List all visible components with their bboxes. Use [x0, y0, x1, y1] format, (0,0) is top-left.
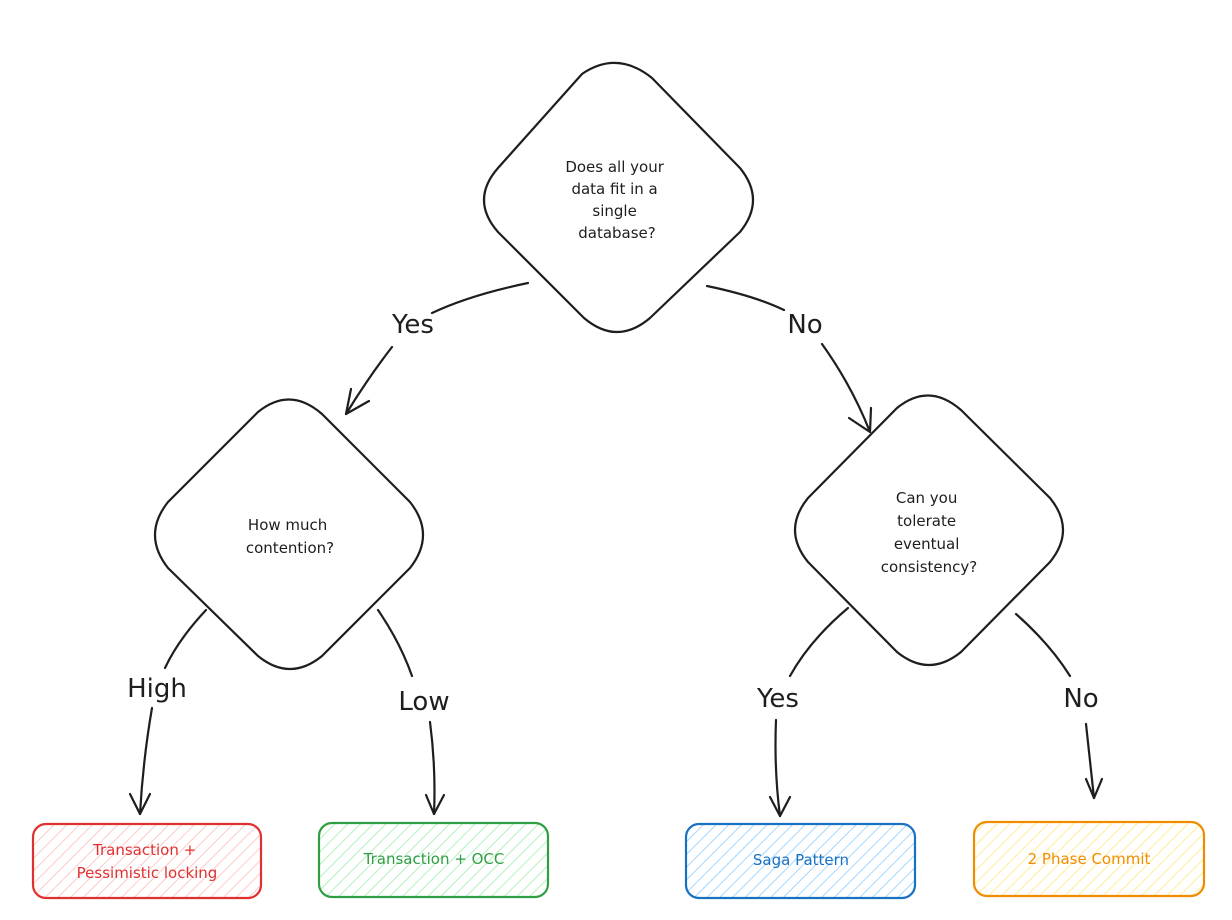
decision-contention-text: How much contention? [246, 516, 334, 557]
decision-consistency: Can you tolerate eventual consistency? [794, 394, 1064, 666]
decision-consistency-line: consistency? [881, 558, 977, 576]
connector-root-no [705, 284, 873, 434]
outcome-occ-text: Transaction + OCC [363, 850, 505, 868]
decision-contention-shape [154, 398, 424, 670]
connector-root-yes [344, 281, 530, 416]
edge-label-consistency-yes: Yes [756, 684, 799, 714]
outcome-occ-box [317, 821, 550, 899]
outcome-pessimistic-box [31, 822, 263, 900]
decision-root-shape [483, 61, 754, 333]
decision-root: Does all your data fit in a single datab… [483, 61, 754, 333]
connector-contention-low [376, 608, 446, 816]
outcome-saga-box [684, 822, 917, 900]
connector-consistency-no [1014, 612, 1104, 800]
outcome-pessimistic-line: Pessimistic locking [77, 864, 218, 882]
decision-consistency-line: Can you [896, 489, 958, 507]
decision-root-line: Does all your [565, 158, 664, 176]
decision-consistency-shape [794, 394, 1064, 666]
decision-consistency-line: tolerate [897, 512, 956, 530]
outcome-pessimistic-line: Transaction + [92, 841, 196, 859]
edge-label-root-yes: Yes [391, 310, 434, 340]
outcome-two-phase-text: 2 Phase Commit [1028, 850, 1151, 868]
decision-contention-line: How much [248, 516, 327, 534]
edge-label-contention-low: Low [398, 687, 449, 717]
outcome-two-phase: 2 Phase Commit [972, 820, 1206, 898]
outcome-two-phase-box [972, 820, 1206, 898]
decision-consistency-line: eventual [894, 535, 960, 553]
decision-consistency-text: Can you tolerate eventual consistency? [881, 489, 977, 576]
outcome-pessimistic: Transaction + Pessimistic locking [31, 822, 263, 900]
outcome-saga: Saga Pattern [684, 822, 917, 900]
decision-contention-line: contention? [246, 539, 334, 557]
connector-consistency-yes [768, 606, 850, 818]
connector-contention-high [128, 608, 208, 816]
decision-root-text: Does all your data fit in a single datab… [565, 158, 668, 242]
decision-contention: How much contention? [154, 398, 424, 670]
outcome-occ: Transaction + OCC [317, 821, 550, 899]
edge-label-contention-high: High [127, 674, 187, 704]
decision-root-line: single [592, 202, 636, 220]
decision-root-line: database? [578, 224, 656, 242]
decision-root-line: data fit in a [571, 180, 657, 198]
outcome-saga-text: Saga Pattern [753, 851, 849, 869]
edge-label-root-no: No [787, 310, 822, 340]
edge-label-consistency-no: No [1063, 684, 1098, 714]
outcome-pessimistic-text: Transaction + Pessimistic locking [77, 841, 218, 882]
